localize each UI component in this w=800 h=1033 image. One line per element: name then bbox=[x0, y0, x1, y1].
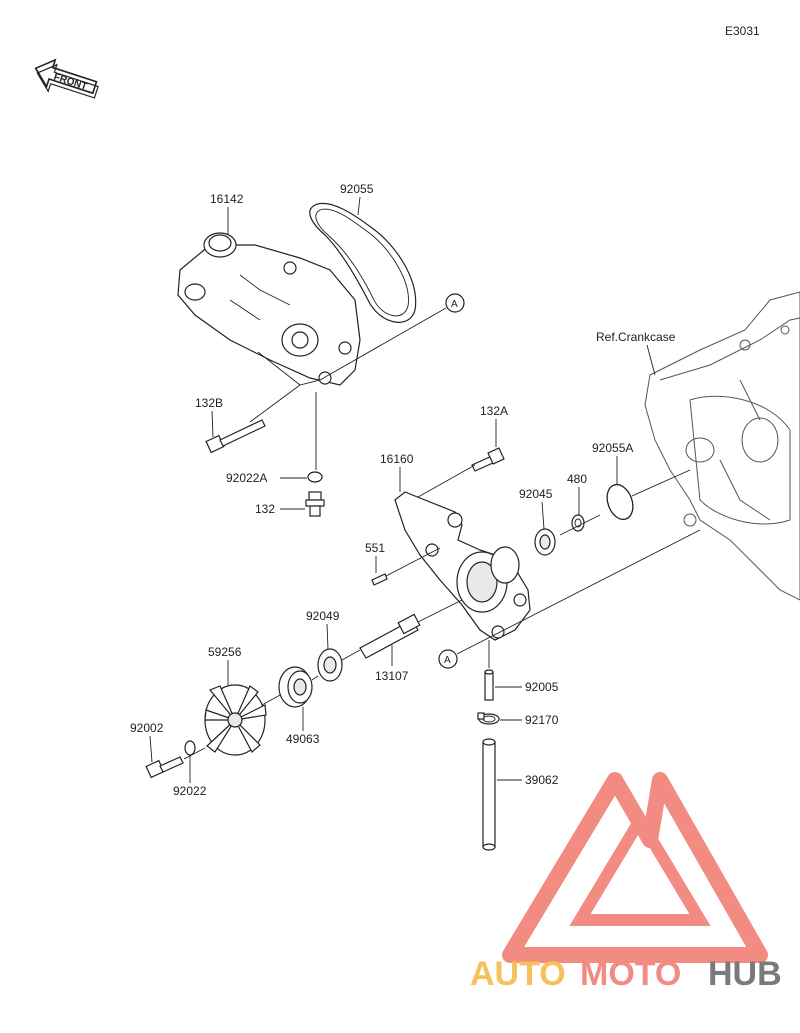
ref-marker-a-bottom bbox=[438, 649, 458, 669]
part-16142-label: 16142 bbox=[210, 192, 244, 206]
hose-39062 bbox=[482, 738, 496, 851]
watermark-text-moto: MOTO bbox=[580, 955, 681, 993]
ref-marker-a-top-label: A bbox=[451, 299, 458, 310]
crankcase-reference bbox=[644, 291, 800, 601]
part-39062-label: 39062 bbox=[525, 773, 559, 787]
o-ring-92055 bbox=[309, 202, 417, 323]
ref-crankcase-label: Ref.Crankcase bbox=[596, 330, 676, 344]
part-92170-label: 92170 bbox=[525, 713, 559, 727]
part-92005-label: 92005 bbox=[525, 680, 559, 694]
part-92049-label: 92049 bbox=[306, 609, 340, 623]
part-92002-label: 92002 bbox=[130, 721, 164, 735]
bolt-92002 bbox=[145, 756, 184, 779]
o-ring-92055a bbox=[606, 483, 634, 521]
diagram-code: E3031 bbox=[725, 24, 760, 38]
part-92045-label: 92045 bbox=[519, 487, 553, 501]
part-16160-label: 16160 bbox=[380, 452, 414, 466]
washer-92022 bbox=[184, 740, 196, 756]
part-13107-label: 13107 bbox=[375, 669, 409, 683]
impeller-59256 bbox=[204, 684, 267, 756]
shaft-13107 bbox=[359, 613, 421, 659]
part-92022-label: 92022 bbox=[173, 784, 207, 798]
part-132a-label: 132A bbox=[480, 404, 508, 418]
ref-marker-a-bottom-label: A bbox=[444, 655, 451, 666]
part-49063-label: 49063 bbox=[286, 732, 320, 746]
seal-92045 bbox=[534, 528, 556, 556]
clamp-92170 bbox=[477, 712, 500, 725]
bolt-132a bbox=[471, 447, 505, 472]
mech-seal-49063 bbox=[278, 666, 313, 708]
part-132-label: 132 bbox=[255, 502, 275, 516]
part-480-label: 480 bbox=[567, 472, 587, 486]
part-59256-label: 59256 bbox=[208, 645, 242, 659]
washer-92022a bbox=[307, 471, 323, 483]
pump-body bbox=[394, 491, 531, 641]
fitting-92005 bbox=[484, 669, 494, 701]
water-pump-cover bbox=[177, 232, 361, 386]
watermark-logo bbox=[502, 772, 768, 963]
part-551-label: 551 bbox=[365, 541, 385, 555]
part-92055-label: 92055 bbox=[340, 182, 374, 196]
pin-551 bbox=[371, 573, 388, 586]
part-92055a-label: 92055A bbox=[592, 441, 633, 455]
watermark-text-auto: AUTO bbox=[470, 955, 566, 993]
part-92022a-label: 92022A bbox=[226, 471, 267, 485]
watermark-text-hub: HUB bbox=[708, 955, 782, 993]
bolt-132b bbox=[205, 419, 266, 454]
part-132b-label: 132B bbox=[195, 396, 223, 410]
ref-marker-a-top bbox=[445, 293, 465, 313]
seal-92049 bbox=[317, 648, 343, 682]
front-arrow-icon: FRONT bbox=[34, 58, 99, 99]
bolt-132 bbox=[305, 491, 325, 517]
